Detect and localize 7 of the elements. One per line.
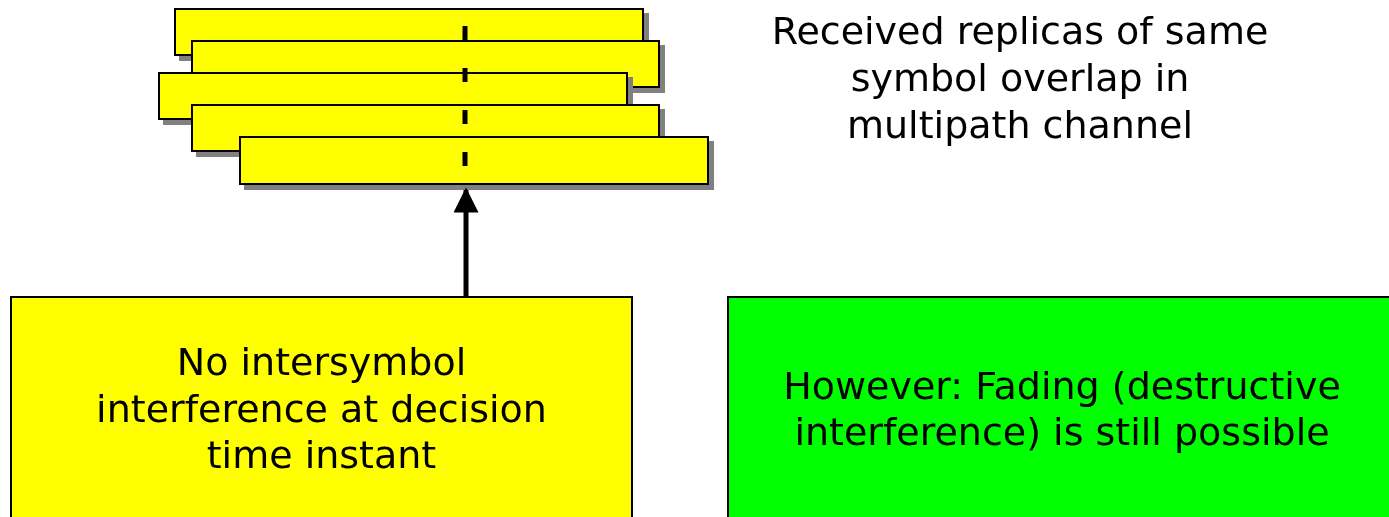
box-text: However: Fading (destructive interference) is still possible [782,362,1342,456]
overlapping-bars-drawing [158,8,714,190]
arrow [453,187,479,296]
note-text: Received replicas of same symbol overlap in multipath channel [770,8,1270,150]
text-box [10,296,633,517]
text-box [727,296,1389,517]
box-text: No intersymbol interference at decision time instant [95,339,548,479]
